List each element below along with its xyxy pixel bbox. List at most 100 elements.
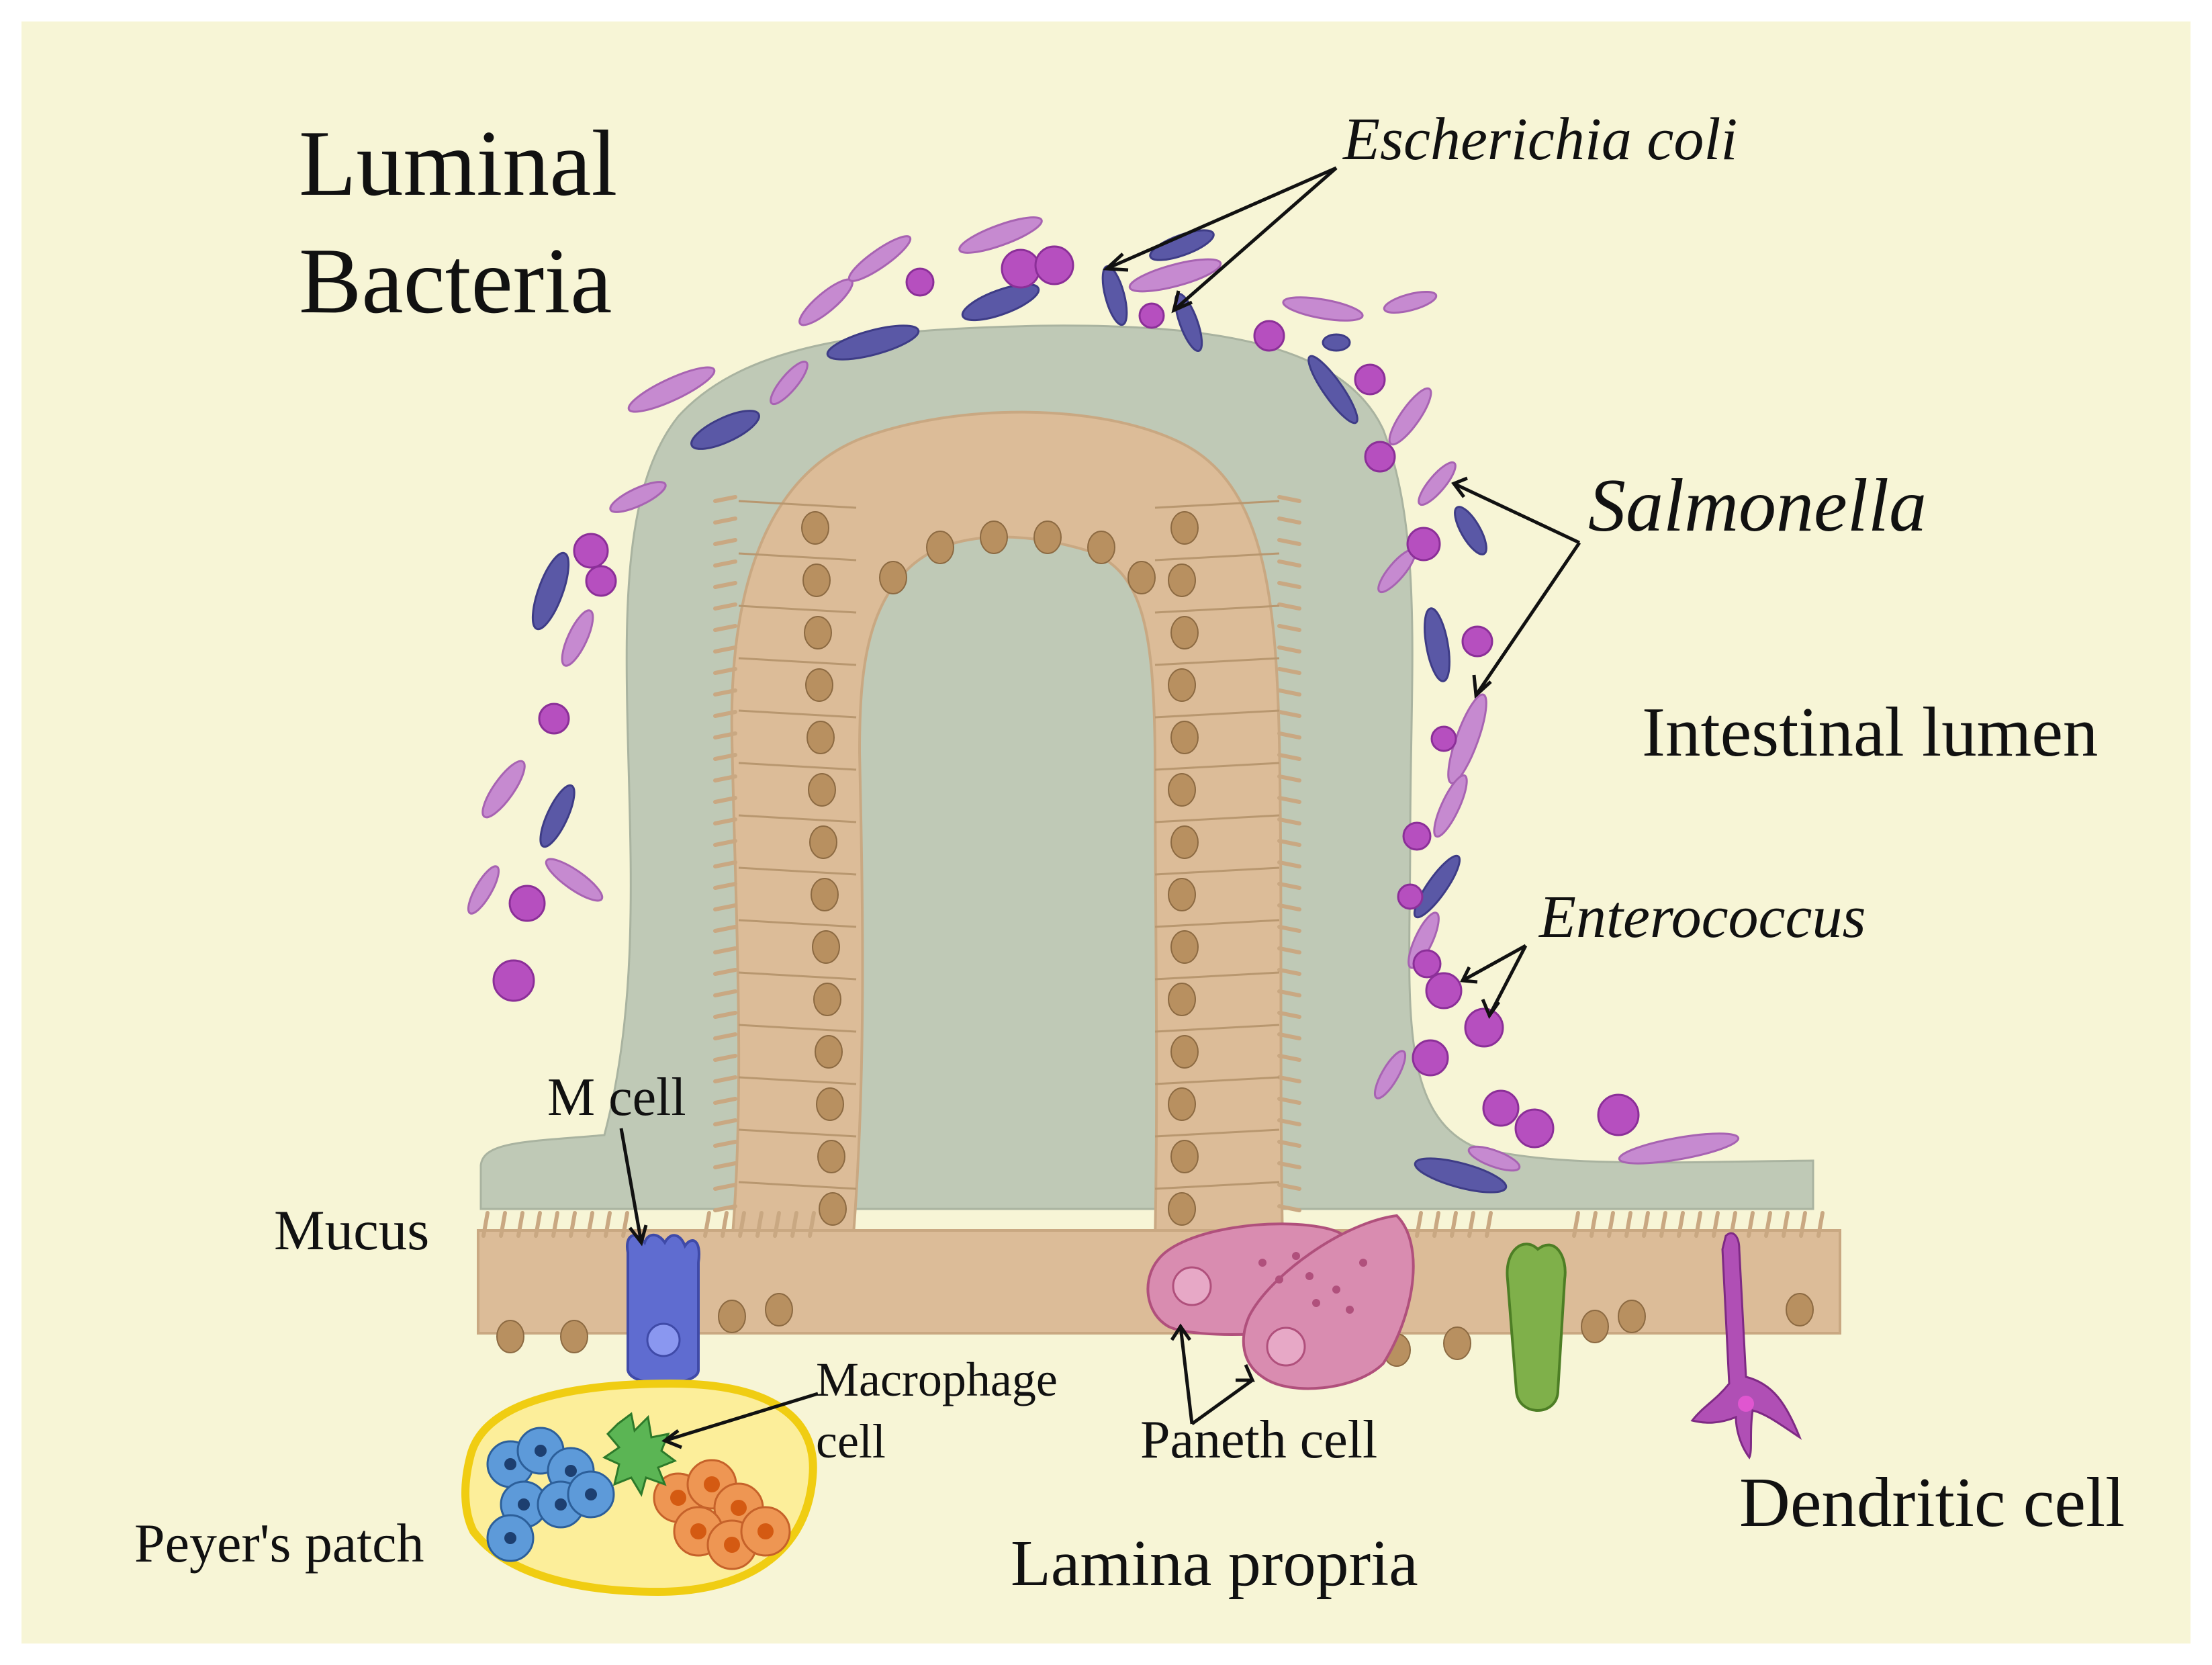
microvillus [721,1211,729,1238]
enterococcus-bacterium [1402,821,1432,851]
nucleus [1170,616,1199,649]
m-cell [626,1233,700,1385]
cell-border [1154,657,1280,666]
microvillus [713,559,737,568]
microvillus [1624,1211,1632,1238]
enterococcus-bacterium [1034,245,1074,285]
microvillus [1659,1211,1667,1238]
salmonella-bacterium [561,609,594,667]
microvillus [713,1054,737,1062]
microvillus [1677,1211,1685,1238]
cell-border [1154,814,1280,823]
orange-lymphocyte-nucleus [757,1523,774,1539]
orange-lymphocyte-nucleus [724,1537,740,1553]
nucleus [926,531,954,564]
microvillus [1277,1204,1301,1212]
microvillus [621,1211,629,1238]
microvillus [1432,1211,1440,1238]
microvillus [1729,1211,1737,1238]
microvillus [713,1140,737,1148]
microvillus [755,1211,764,1238]
nucleus [1168,668,1196,702]
microvillus [713,796,737,804]
label-escherichia-coli: Escherichia coli [1342,106,1737,173]
nucleus [1087,531,1115,564]
microvillus [713,903,737,911]
microvillus [713,817,737,825]
microvillus [713,624,737,632]
paneth-granule [1312,1299,1320,1307]
salmonella-bacterium [1128,258,1222,293]
nucleus [1168,1192,1196,1226]
microvillus [713,516,737,525]
microvillus [738,1211,746,1238]
nucleus [1170,1140,1199,1173]
salmonella-bacterium [1447,693,1487,784]
arrow-ecoli-2 [1172,167,1338,312]
microvillus [1277,1161,1301,1169]
microvillus [713,667,737,675]
nucleus [496,1320,524,1353]
microvillus [1747,1211,1755,1238]
label-enterococcus: Enterococcus [1538,884,1865,950]
microvillus [713,1011,737,1019]
enterococcus-bacterium [1425,972,1463,1009]
arrow-enterococcus-2 [1487,944,1528,1017]
epithelial-nuclei [496,511,1814,1367]
nucleus [1170,825,1199,859]
label-salmonella: Salmonella [1588,464,1927,547]
microvillus [713,1097,737,1105]
blue-lymphocyte-nucleus [504,1532,516,1544]
cell-border [1154,500,1280,509]
microvillus [1450,1211,1458,1238]
macrophage-cell [602,1412,678,1497]
microvillus [1277,1183,1301,1191]
nucleus [1170,1035,1199,1069]
microvillus [713,753,737,761]
luminal-bacteria [467,216,1740,1194]
cell-border [1154,1128,1280,1138]
paneth-granule [1292,1252,1300,1260]
enterococcus-bacterium [538,703,570,735]
microvillus [713,1032,737,1040]
microvillus [1277,516,1301,525]
nucleus [718,1300,746,1333]
nucleus [560,1320,588,1353]
cell-border [1154,971,1280,981]
enterococcus-bacterium [1138,302,1165,329]
nucleus [1443,1326,1471,1360]
salmonella-bacterium [1373,1050,1407,1099]
enterococcus-bacterium [1001,249,1041,289]
microvillus [569,1211,577,1238]
enterococcus-bacterium [492,959,535,1002]
cell-border [738,1181,857,1190]
microvillus [604,1211,612,1238]
microvillus [713,645,737,654]
cell-border [738,500,857,509]
ecoli-bacterium [961,283,1040,322]
ecoli-bacterium [690,410,760,450]
nucleus [1618,1300,1646,1333]
enterococcus-bacterium [1406,527,1441,561]
arrow-salmonella-1 [1453,482,1581,545]
microvillus [1277,645,1301,654]
nucleus [809,825,837,859]
nucleus [812,930,840,964]
nucleus [807,721,835,754]
microvillus [1277,1075,1301,1083]
label-macrophage-cell: cell [816,1414,886,1468]
ecoli-bacterium [826,324,920,361]
ecoli-bacterium [1322,333,1351,352]
microvillus [1277,1118,1301,1126]
ecoli-bacterium [1454,506,1487,555]
salmonella-bacterium [1383,290,1438,314]
salmonella-bacterium [1282,296,1364,322]
microvillus [1277,989,1301,997]
salmonella-bacterium [770,360,809,406]
orange-lymphocyte-nucleus [690,1523,706,1539]
cell-border [738,709,857,719]
label-m-cell: M cell [547,1068,686,1127]
cell-border [738,762,857,771]
microvillus [1607,1211,1615,1238]
microvillus [499,1211,507,1238]
